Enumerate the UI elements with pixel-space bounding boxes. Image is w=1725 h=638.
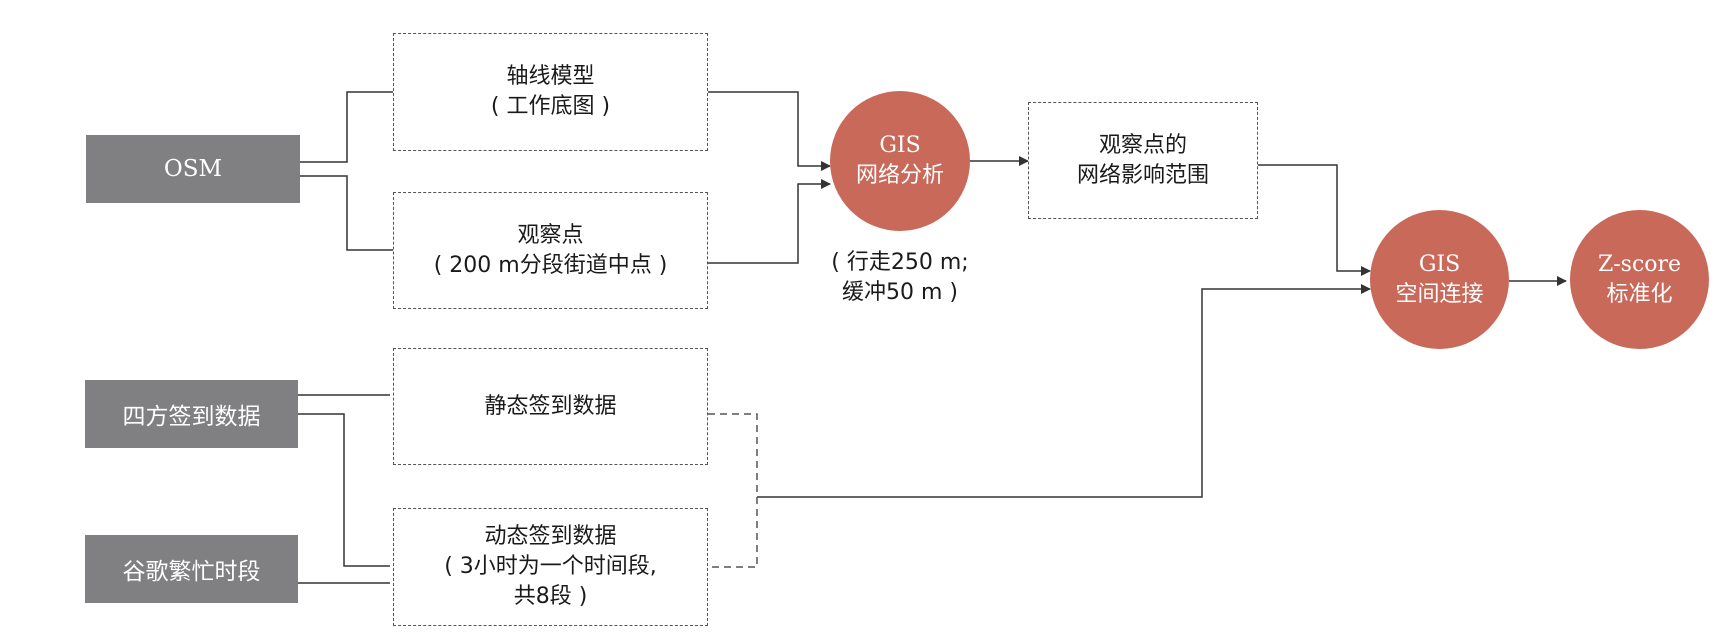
connector-checkin-join <box>757 284 1371 498</box>
process-spatial-join: GIS 空间连接 <box>1370 210 1509 349</box>
connector-range-join <box>1258 164 1371 276</box>
connector-axial-gis <box>708 91 831 171</box>
connector-foursquare-dynamic <box>298 413 390 567</box>
box-observation-points-title: 观察点 <box>517 222 584 248</box>
connector-osm-axial <box>300 91 393 163</box>
connector-osm-obs <box>300 175 393 251</box>
box-dynamic-checkin: 动态签到数据 ( 3小时为一个时间段, 共8段 ) <box>393 508 708 626</box>
box-influence-range-line1: 观察点的 <box>1098 132 1187 158</box>
source-foursquare: 四方签到数据 <box>85 380 298 448</box>
box-static-checkin: 静态签到数据 <box>393 348 708 465</box>
box-dynamic-checkin-note1: ( 3小时为一个时间段, <box>444 554 657 579</box>
note-network-params-line2: 缓冲50 m ) <box>842 280 958 305</box>
process-zscore: Z-score 标准化 <box>1570 210 1709 349</box>
source-google: 谷歌繁忙时段 <box>85 535 298 603</box>
box-dynamic-checkin-note2: 共8段 ) <box>513 584 588 609</box>
connector-checkin-merge <box>708 413 758 568</box>
process-network-analysis-line1: GIS <box>879 133 921 158</box>
source-google-label: 谷歌繁忙时段 <box>122 559 261 585</box>
source-osm-label: OSM <box>163 156 223 182</box>
note-network-params: ( 行走250 m; 缓冲50 m ) <box>800 248 1000 308</box>
box-influence-range: 观察点的 网络影响范围 <box>1028 102 1258 219</box>
process-zscore-line2: 标准化 <box>1606 281 1673 307</box>
note-network-params-line1: ( 行走250 m; <box>831 250 969 275</box>
process-zscore-line1: Z-score <box>1597 251 1682 277</box>
box-observation-points-note: ( 200 m分段街道中点 ) <box>433 252 668 278</box>
process-network-analysis-line2: 网络分析 <box>855 163 944 188</box>
box-dynamic-checkin-title: 动态签到数据 <box>484 524 617 549</box>
process-spatial-join-line2: 空间连接 <box>1395 281 1484 307</box>
box-static-checkin-title: 静态签到数据 <box>484 393 617 419</box>
process-network-analysis: GIS 网络分析 <box>830 91 970 231</box>
source-foursquare-label: 四方签到数据 <box>122 404 261 430</box>
box-axial-model: 轴线模型 ( 工作底图 ) <box>393 33 708 151</box>
box-axial-model-title: 轴线模型 <box>506 64 595 89</box>
source-osm: OSM <box>86 135 300 203</box>
box-influence-range-line2: 网络影响范围 <box>1076 162 1209 188</box>
box-axial-model-note: ( 工作底图 ) <box>490 94 611 119</box>
connector-obs-gis <box>708 179 831 264</box>
process-spatial-join-line1: GIS <box>1418 251 1461 277</box>
box-observation-points: 观察点 ( 200 m分段街道中点 ) <box>393 192 708 309</box>
